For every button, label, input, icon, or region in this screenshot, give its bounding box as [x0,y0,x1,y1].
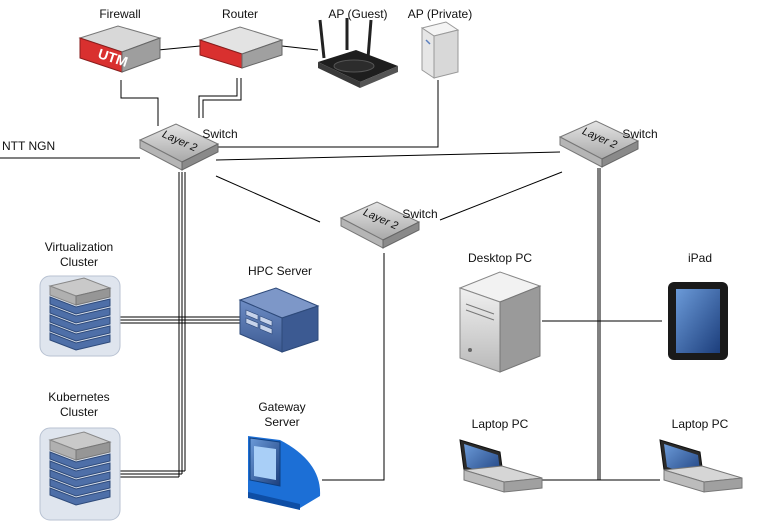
kubernetes-line1: Kubernetes [48,390,110,404]
gateway-line2: Server [264,415,300,429]
virtualization-cluster-device[interactable] [39,275,121,357]
ap-private-label: AP (Private) [407,7,473,21]
firewall-device[interactable]: UTM [78,25,162,73]
switch-right-label: Switch [622,127,658,141]
connection-lines [0,45,662,481]
virtualization-cluster-label: Virtualization Cluster [34,240,124,270]
kubernetes-cluster-device[interactable] [39,427,121,521]
switch-main-device[interactable]: Layer 2 [138,123,220,171]
desktop-pc-device[interactable] [458,271,542,373]
link-firewall-router [157,45,201,51]
hpc-server-label: HPC Server [247,264,312,278]
ipad-device[interactable] [668,282,728,360]
router-device[interactable] [198,26,284,69]
laptop-left-device[interactable] [459,439,543,493]
laptop-left-label: Laptop PC [471,417,529,431]
gateway-line1: Gateway [258,400,306,414]
switch-right-device[interactable]: Layer 2 [558,120,640,168]
switch-main-label: Switch [202,127,238,141]
gateway-server-device[interactable] [248,436,321,510]
kubernetes-line2: Cluster [59,405,98,419]
switch-mid-device[interactable]: Layer 2 [339,201,421,249]
virtualization-line1: Virtualization [44,240,114,254]
switch-mid-label: Switch [402,207,438,221]
ipad-label: iPad [687,251,713,265]
ntt-ngn-label: NTT NGN [2,139,56,153]
link-switch-mid-right [439,171,563,221]
link-ap-private-switch [216,80,439,148]
ap-guest-device[interactable] [318,18,398,88]
ap-private-device[interactable] [420,21,460,79]
laptop-right-label: Laptop PC [671,417,729,431]
kubernetes-cluster-label: Kubernetes Cluster [34,390,124,420]
link-router-switch-b [202,78,242,118]
firewall-label: Firewall [99,7,141,21]
desktop-pc-label: Desktop PC [467,251,533,265]
ap-guest-label: AP (Guest) [328,7,388,21]
link-router-ap-guest [281,45,319,51]
link-switch-main-mid [215,175,321,223]
link-switch-gateway [322,253,385,481]
virtualization-line2: Cluster [59,255,98,269]
hpc-server-device[interactable] [238,287,320,353]
router-label: Router [221,7,259,21]
laptop-right-device[interactable] [659,439,743,493]
link-router-switch-a [198,78,238,118]
link-firewall-switch [120,80,159,126]
link-switch-main-right [215,151,561,161]
gateway-server-label: Gateway Server [242,400,322,430]
